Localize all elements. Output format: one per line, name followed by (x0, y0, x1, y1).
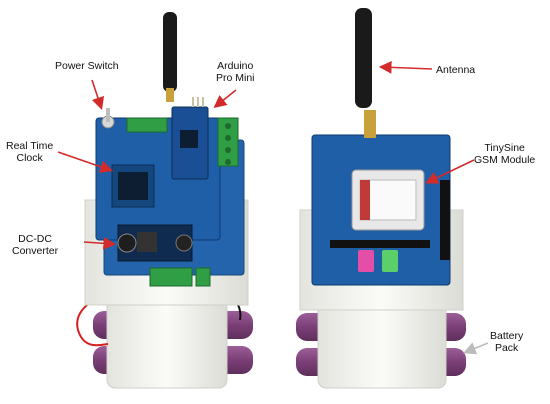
power-switch (101, 108, 115, 129)
label-arduino-line1: Arduino (217, 60, 254, 72)
left-device (76, 12, 253, 389)
mic-jack (358, 250, 374, 272)
label-rtc-line2: Clock (16, 152, 43, 164)
arrow-battery (463, 342, 489, 355)
label-antenna-text: Antenna (436, 64, 476, 76)
label-gsm-line2: GSM Module (474, 154, 536, 166)
label-battery: Battery Pack (490, 330, 523, 354)
label-battery-line1: Battery (490, 330, 524, 342)
label-rtc-line1: Real Time (6, 140, 54, 152)
right-device (296, 8, 466, 389)
ear-jack (382, 250, 398, 272)
right-antenna (355, 8, 372, 108)
label-rtc: Real Time Clock (6, 140, 53, 164)
label-battery-line2: Pack (494, 342, 519, 354)
label-power-switch-text: Power Switch (55, 60, 119, 72)
label-dcdc-line1: DC-DC (18, 233, 52, 245)
arrow-gsm (425, 159, 475, 184)
label-gsm-line1: TinySine (484, 142, 525, 154)
left-antenna (163, 12, 177, 102)
arrow-rtc (57, 151, 114, 173)
label-antenna: Antenna (436, 64, 475, 76)
label-arduino: Arduino Pro Mini (216, 60, 255, 84)
arrow-power-switch (91, 79, 105, 111)
left-terminal-top (126, 117, 168, 133)
label-gsm: TinySine GSM Module (474, 142, 535, 166)
label-power-switch: Power Switch (55, 60, 119, 72)
label-dcdc: DC-DC Converter (12, 233, 58, 257)
arrow-antenna (378, 60, 433, 74)
label-dcdc-line2: Converter (12, 245, 59, 257)
left-terminal-right (217, 117, 239, 167)
arrow-arduino (213, 89, 237, 108)
label-arduino-line2: Pro Mini (216, 72, 255, 84)
left-battery-pack (93, 299, 253, 389)
right-battery-pack (296, 301, 466, 389)
left-terminal-bottom (149, 267, 193, 287)
arrow-dcdc (83, 236, 117, 250)
